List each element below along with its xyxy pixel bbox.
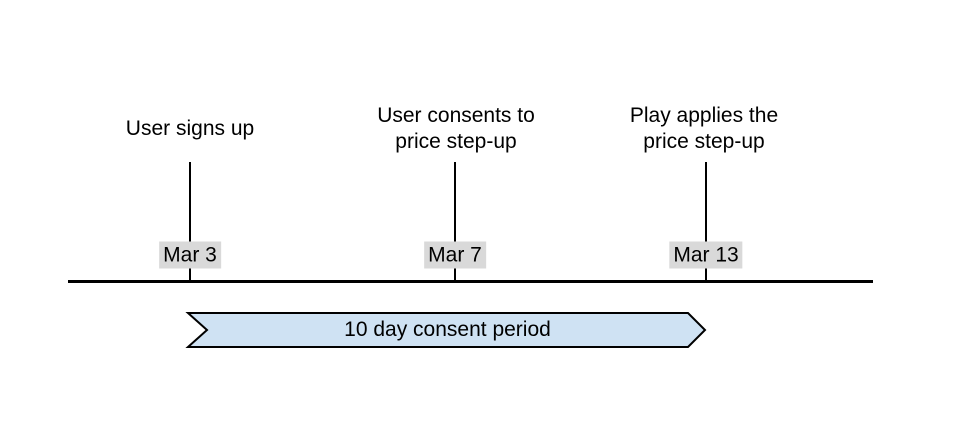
event-date-signup: Mar 3 (159, 241, 221, 269)
event-date-consent: Mar 7 (424, 241, 486, 269)
event-tick-apply (705, 162, 707, 281)
event-label-apply: Play applies the price step-up (629, 104, 779, 153)
ribbon-chevron-polygon (185, 312, 707, 348)
event-date-apply: Mar 13 (669, 241, 743, 269)
consent-period-label: 10 day consent period (344, 318, 551, 341)
timeline-axis-line (68, 280, 873, 283)
event-label-signup: User signs up (125, 117, 255, 140)
event-tick-consent (454, 162, 456, 281)
consent-period-ribbon-shape (185, 312, 707, 348)
event-tick-signup (189, 162, 191, 281)
event-label-consent: User consents to price step-up (377, 104, 535, 153)
